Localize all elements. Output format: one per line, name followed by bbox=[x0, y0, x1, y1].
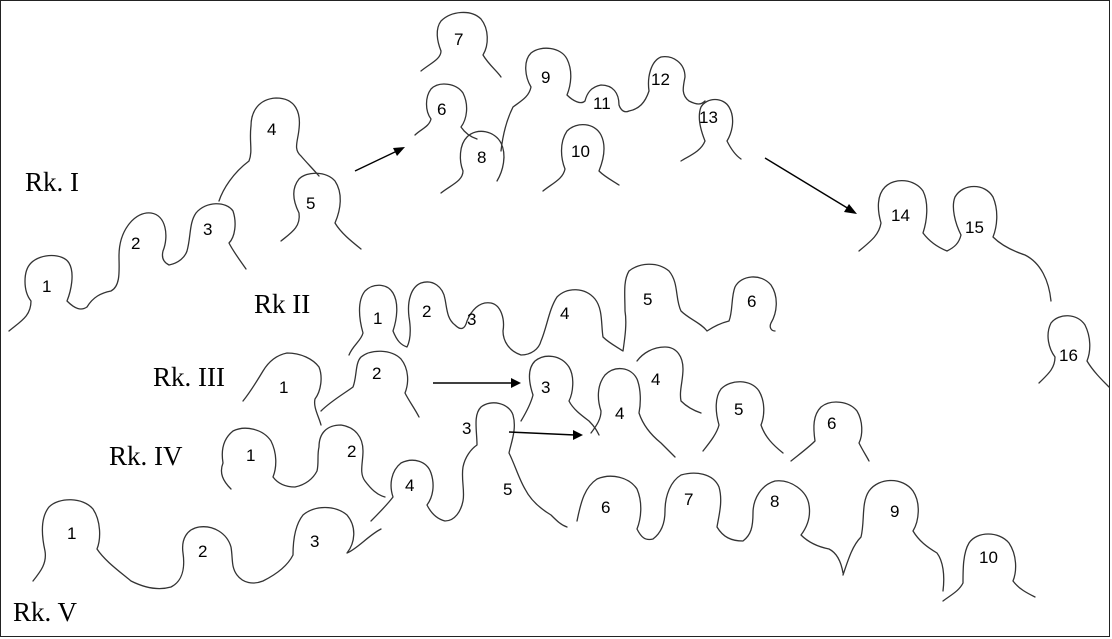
row-1-silhouette-9-12 bbox=[500, 47, 706, 152]
row-1-silhouette-6 bbox=[414, 83, 478, 140]
row-4-person-8: 8 bbox=[770, 492, 779, 511]
row-4-person-3: 3 bbox=[462, 419, 471, 438]
row-3-silhouette-4-lower bbox=[590, 368, 676, 458]
row-1-person-13: 13 bbox=[699, 108, 718, 127]
row-5-person-3: 3 bbox=[310, 532, 319, 551]
row-1-silhouette-7 bbox=[420, 11, 502, 78]
row-3-person-6: 6 bbox=[827, 414, 836, 433]
row-label-5: Rk. V bbox=[13, 597, 78, 627]
row-1-person-7: 7 bbox=[454, 30, 463, 49]
row-1-silhouette-14-15 bbox=[858, 180, 1052, 302]
row-2-person-4: 4 bbox=[560, 304, 569, 323]
row-3-silhouette-2 bbox=[320, 350, 420, 418]
row-4-person-2: 2 bbox=[347, 442, 356, 461]
row-3-silhouette-6 bbox=[790, 401, 870, 462]
row-1-silhouette-8 bbox=[440, 130, 505, 194]
row-1-silhouette-1-3 bbox=[8, 203, 247, 332]
arrowhead-row-1-b bbox=[844, 204, 857, 214]
row-1-person-4: 4 bbox=[267, 120, 276, 139]
row-4-person-1: 1 bbox=[246, 446, 255, 465]
row-5-person-1: 1 bbox=[67, 524, 76, 543]
row-4-person-4: 4 bbox=[405, 476, 414, 495]
row-3-silhouette-4-upper bbox=[636, 346, 702, 414]
row-1-silhouette-13 bbox=[680, 98, 742, 162]
row-1-silhouette-5 bbox=[280, 172, 362, 250]
row-1-silhouette-16 bbox=[1038, 315, 1110, 388]
row-3-person-4-upper: 4 bbox=[651, 370, 660, 389]
row-1-person-8: 8 bbox=[477, 148, 486, 167]
row-1-person-11: 11 bbox=[593, 94, 611, 113]
row-5-person-2: 2 bbox=[198, 542, 207, 561]
row-4-silhouette-9 bbox=[842, 479, 945, 592]
arrow-row-1-b bbox=[764, 157, 850, 210]
row-1-person-10: 10 bbox=[571, 142, 590, 161]
row-3-silhouette-3 bbox=[520, 355, 600, 436]
row-label-4: Rk. IV bbox=[109, 441, 183, 471]
row-3-person-3: 3 bbox=[541, 378, 550, 397]
row-1-right-group bbox=[858, 180, 1110, 388]
row-2-person-5: 5 bbox=[643, 290, 652, 309]
row-1-left-group bbox=[8, 97, 362, 332]
row-1-silhouette-10 bbox=[542, 124, 620, 192]
arrow-row-4 bbox=[508, 431, 576, 436]
row-1-person-3: 3 bbox=[203, 220, 212, 239]
row-5-numbers: 1 2 3 bbox=[67, 524, 319, 561]
row-2-person-2: 2 bbox=[422, 302, 431, 321]
arrowhead-row-4 bbox=[573, 430, 583, 440]
row-4-person-6: 6 bbox=[601, 498, 610, 517]
row-1-person-2: 2 bbox=[131, 234, 140, 253]
row-1-silhouette-4 bbox=[218, 97, 320, 202]
row-2-person-6: 6 bbox=[747, 292, 756, 311]
row-3-silhouette-1 bbox=[242, 352, 322, 426]
row-3-person-2: 2 bbox=[372, 364, 381, 383]
row-5-group bbox=[32, 499, 382, 590]
row-1-person-9: 9 bbox=[541, 68, 550, 87]
arrowhead-row-1-a bbox=[393, 147, 405, 156]
row-2-silhouettes-1-6 bbox=[348, 263, 777, 356]
row-4-group bbox=[220, 402, 1036, 602]
row-1-person-15: 15 bbox=[965, 218, 984, 237]
row-3-numbers: 1 2 3 4 4 5 6 bbox=[279, 364, 836, 433]
row-2-numbers: 1 2 3 4 5 6 bbox=[373, 290, 756, 329]
arrow-row-1-a bbox=[354, 150, 398, 172]
row-3-person-1: 1 bbox=[279, 378, 288, 397]
arrowhead-row-3 bbox=[511, 378, 521, 388]
row-1-person-1: 1 bbox=[42, 277, 51, 296]
row-4-silhouettes-3-5 bbox=[370, 402, 568, 528]
row-label-1: Rk. I bbox=[25, 167, 79, 197]
row-2-group bbox=[348, 263, 777, 356]
row-4-silhouettes-6-8 bbox=[576, 472, 844, 574]
row-4-silhouettes-1-2 bbox=[220, 424, 386, 498]
row-1-person-16: 16 bbox=[1059, 346, 1078, 365]
row-label-2: Rk II bbox=[254, 289, 310, 319]
row-3-person-4: 4 bbox=[615, 404, 624, 423]
row-label-3: Rk. III bbox=[153, 362, 225, 392]
row-4-numbers: 1 2 3 4 5 6 7 8 9 10 bbox=[246, 419, 998, 567]
row-4-person-5: 5 bbox=[503, 480, 512, 499]
row-1-person-6: 6 bbox=[437, 100, 446, 119]
row-1-numbers: 1 2 3 4 5 6 7 8 9 10 11 12 13 14 15 16 bbox=[42, 30, 1078, 365]
row-3-person-5: 5 bbox=[734, 400, 743, 419]
row-1-person-14: 14 bbox=[891, 206, 910, 225]
row-1-person-12: 12 bbox=[651, 70, 670, 89]
row-2-person-3: 3 bbox=[467, 310, 476, 329]
row-3-group bbox=[242, 346, 870, 462]
row-4-silhouette-10 bbox=[942, 533, 1036, 602]
row-4-person-9: 9 bbox=[890, 502, 899, 521]
row-1-middle-group bbox=[414, 11, 742, 194]
row-5-silhouettes-1-3 bbox=[32, 499, 382, 590]
arrows bbox=[354, 147, 857, 440]
row-4-person-10: 10 bbox=[979, 548, 998, 567]
row-1-person-5: 5 bbox=[306, 194, 315, 213]
row-2-person-1: 1 bbox=[373, 309, 382, 328]
row-3-silhouette-5 bbox=[702, 381, 784, 454]
row-4-person-7: 7 bbox=[684, 490, 693, 509]
